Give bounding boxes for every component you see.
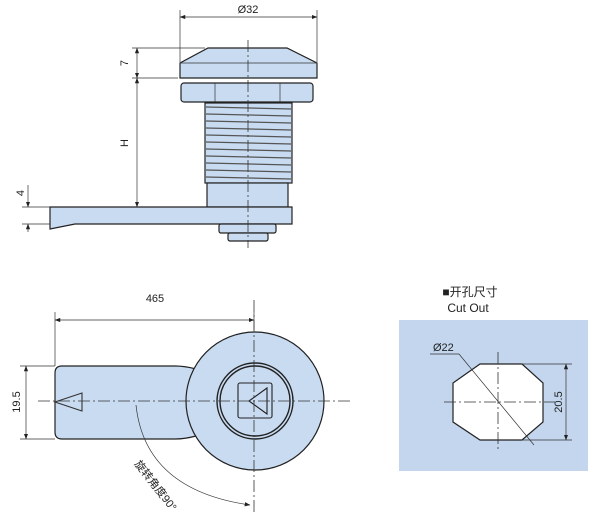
thread-line [205, 169, 292, 173]
thread-line [205, 162, 292, 166]
thread-line [205, 120, 292, 124]
rotation-arc [135, 404, 251, 507]
length-label: 465 [146, 293, 164, 305]
diameter-label: Ø32 [238, 4, 259, 16]
hex-nut [180, 82, 314, 103]
diameter-leader [430, 353, 535, 446]
thread-line [205, 176, 292, 180]
thread-line [205, 127, 292, 131]
threads [205, 106, 292, 180]
lever-width-label: 19.5 [11, 391, 23, 412]
cap-height-label: 7 [119, 60, 131, 66]
rotation-label: 旋转角度90° [132, 457, 180, 513]
cutout-view: ■开孔尺寸 Cut Out 20.5 Ø22 [399, 285, 588, 471]
side-view: Ø32 7 H 4 [15, 4, 318, 248]
lever-thickness-label: 4 [15, 190, 27, 196]
thread-line [205, 113, 292, 117]
key-slot-square [237, 382, 273, 419]
thread-line [205, 148, 292, 152]
thread-line [205, 155, 292, 159]
flat-width-label: 20.5 [553, 391, 565, 412]
cutout-title-en: Cut Out [447, 301, 489, 315]
cutout-diameter-label: Ø22 [433, 342, 454, 354]
lock-body [206, 182, 289, 208]
thread-line [205, 106, 292, 110]
lever-nut [218, 223, 277, 234]
cutout-title-cn: ■开孔尺寸 [442, 285, 497, 299]
height-label: H [119, 139, 131, 147]
lever-arrow-icon [53, 392, 83, 412]
front-view: 465 19.5 旋转角度90° [11, 293, 352, 515]
cam-lever-front [54, 365, 197, 440]
thread-line [205, 141, 292, 145]
thread-line [205, 134, 292, 138]
